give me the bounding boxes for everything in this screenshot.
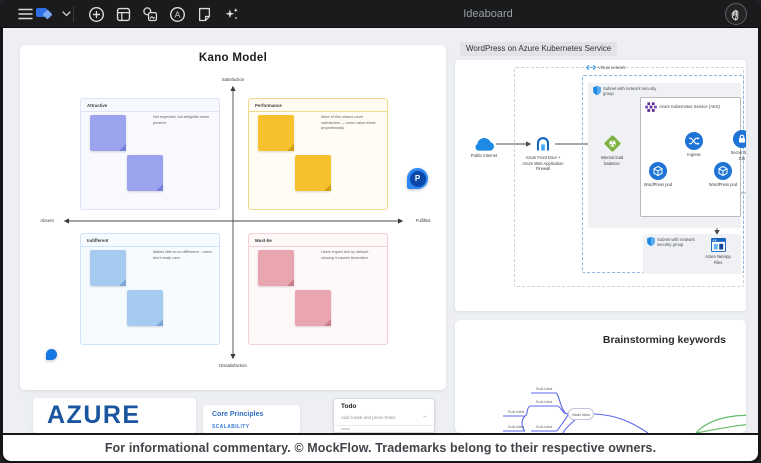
axis-label-dissatisfaction: Dissatisfaction: [219, 363, 247, 368]
chevron-down-icon[interactable]: [57, 5, 75, 23]
svg-text:A: A: [174, 9, 180, 19]
sticky-note[interactable]: [295, 155, 331, 191]
hamburger-menu-icon[interactable]: [16, 5, 34, 23]
sticky-note-icon[interactable]: [195, 5, 213, 23]
brainstorm-board[interactable]: Brainstorming keywords Sub-Idea: [455, 320, 746, 433]
quadrant-label: Attractive: [81, 99, 219, 112]
quadrant-label: Performance: [249, 99, 387, 112]
mindmap-sub-label[interactable]: Sub-Idea: [507, 424, 525, 429]
aks-cluster-label: Azure Kubernetes Service (AKS): [659, 104, 720, 110]
quadrant-label: Indifferent: [81, 234, 219, 247]
ingress-icon: [685, 132, 703, 150]
sticky-note[interactable]: [258, 250, 294, 286]
sticky-note[interactable]: [127, 155, 163, 191]
footer-bar: For informational commentary. © MockFlow…: [3, 433, 758, 461]
toolbar-divider: [73, 6, 74, 22]
node-front-door[interactable]: Azure Front Door + Azure Web Application…: [521, 135, 565, 172]
footer-disclaimer: For informational commentary. © MockFlow…: [104, 441, 657, 455]
sticky-note[interactable]: [258, 115, 294, 151]
principles-title: Core Principles: [212, 411, 264, 418]
node-netapp-files[interactable]: Azure NetApp Files: [702, 238, 734, 265]
sticky-note[interactable]: [127, 290, 163, 326]
todo-card[interactable]: Todo Add a task and press Enter →: [333, 398, 435, 433]
principles-item: SCALABILITY: [212, 424, 250, 430]
core-principles-card[interactable]: Core Principles SCALABILITY: [203, 405, 300, 433]
todo-row-stub: [341, 428, 350, 430]
brainstorm-title: Brainstorming keywords: [602, 334, 726, 346]
azure-wordmark: AZURE: [47, 401, 141, 429]
node-public-internet[interactable]: Public Internet: [470, 137, 498, 159]
hand-tool-icon[interactable]: [725, 3, 747, 25]
cloud-icon: [475, 137, 494, 151]
load-balancer-icon: [603, 135, 621, 152]
shield-icon: [647, 237, 655, 246]
todo-divider: [334, 425, 434, 426]
quadrant-note-text: Makes little to no difference - users do…: [153, 250, 212, 260]
kano-quadrant-must-be[interactable]: Must-be Users expect this by default - m…: [248, 233, 388, 345]
comment-pin[interactable]: P: [407, 168, 428, 189]
kano-axes: [63, 85, 404, 360]
top-toolbar: A Ideaboard: [0, 0, 761, 28]
todo-submit-icon[interactable]: →: [422, 413, 428, 419]
pod-icon: [649, 162, 667, 180]
mindmap-main-node[interactable]: Main Idea: [568, 408, 594, 420]
sticky-note[interactable]: [295, 290, 331, 326]
frame-grid-icon[interactable]: [114, 5, 132, 23]
mindmap-sub-label[interactable]: Sub-Idea: [535, 386, 553, 391]
aks-cluster-box: Azure Kubernetes Service (AKS): [640, 97, 741, 217]
comment-avatar: P: [409, 170, 426, 187]
shield-icon: [593, 86, 601, 95]
mindmap-sub-label[interactable]: Sub-Idea: [535, 399, 553, 404]
node-secret-store[interactable]: Secret Store CSI: [727, 130, 746, 161]
node-wordpress-pod-2[interactable]: WordPress pod: [708, 162, 738, 188]
plus-circle-icon[interactable]: [87, 5, 105, 23]
kano-quadrant-indifferent[interactable]: Indifferent Makes little to no differenc…: [80, 233, 220, 345]
kano-quadrant-attractive[interactable]: Attractive Not expected, but delightful …: [80, 98, 220, 210]
axis-label-satisfaction: Satisfaction: [221, 77, 245, 82]
todo-title: Todo: [341, 403, 357, 410]
secret-store-icon: [733, 130, 746, 148]
node-load-balancer[interactable]: Internal load balancer: [597, 134, 627, 166]
node-ingress[interactable]: Ingress: [681, 132, 707, 158]
mindmap-branches: [503, 392, 746, 433]
axis-label-absent: Absent: [40, 218, 54, 223]
pod-icon: [714, 162, 732, 180]
sticky-note[interactable]: [90, 115, 126, 151]
quadrant-note-text: More of this means more satisfaction — u…: [321, 115, 376, 131]
virtual-network-icon: [586, 65, 596, 70]
logo-rect: [36, 8, 47, 17]
aks-architecture-board[interactable]: Virtual network Subnet with network secu…: [455, 60, 746, 311]
todo-input[interactable]: Add a task and press Enter: [341, 415, 396, 420]
azure-poster[interactable]: AZURE: [33, 398, 196, 433]
kano-quadrant-performance[interactable]: Performance More of this means more sati…: [248, 98, 388, 210]
subnet-label: Subnet with network security group: [657, 237, 695, 248]
quadrant-note-text: Users expect this by default - missing i…: [321, 250, 370, 260]
board-title[interactable]: Ideaboard: [463, 8, 513, 20]
node-wordpress-pod-1[interactable]: WordPress pod: [643, 162, 673, 188]
aks-board-title-chip[interactable]: WordPress on Azure Kubernetes Service: [460, 42, 618, 56]
netapp-files-icon: [710, 238, 726, 252]
axis-label-fulfilled: Fulfilled: [415, 218, 431, 223]
quadrant-label: Must-be: [249, 234, 387, 247]
kano-model-board[interactable]: Kano Model Satisfaction Dissatisfaction …: [20, 45, 446, 390]
quadrant-note-text: Not expected, but delightful when presen…: [153, 115, 210, 125]
logo-diamond: [42, 9, 53, 20]
mindmap-sub-label[interactable]: Sub-Idea: [507, 409, 525, 414]
shapes-image-icon[interactable]: [141, 5, 159, 23]
virtual-network-label: Virtual network: [586, 64, 626, 71]
front-door-icon: [537, 137, 549, 151]
subnet-label: Subnet with network security group: [603, 86, 657, 97]
sparkles-icon[interactable]: [222, 5, 240, 23]
mockflow-logo[interactable]: [36, 5, 55, 23]
aks-cluster-icon: [645, 102, 657, 112]
mindmap-sub-label[interactable]: Sub-Idea: [535, 424, 553, 429]
text-circle-a-icon[interactable]: A: [168, 5, 186, 23]
comment-pin-mini[interactable]: [46, 349, 57, 360]
sticky-note[interactable]: [90, 250, 126, 286]
whiteboard-canvas[interactable]: Kano Model Satisfaction Dissatisfaction …: [3, 28, 758, 433]
kano-title: Kano Model: [198, 52, 268, 64]
